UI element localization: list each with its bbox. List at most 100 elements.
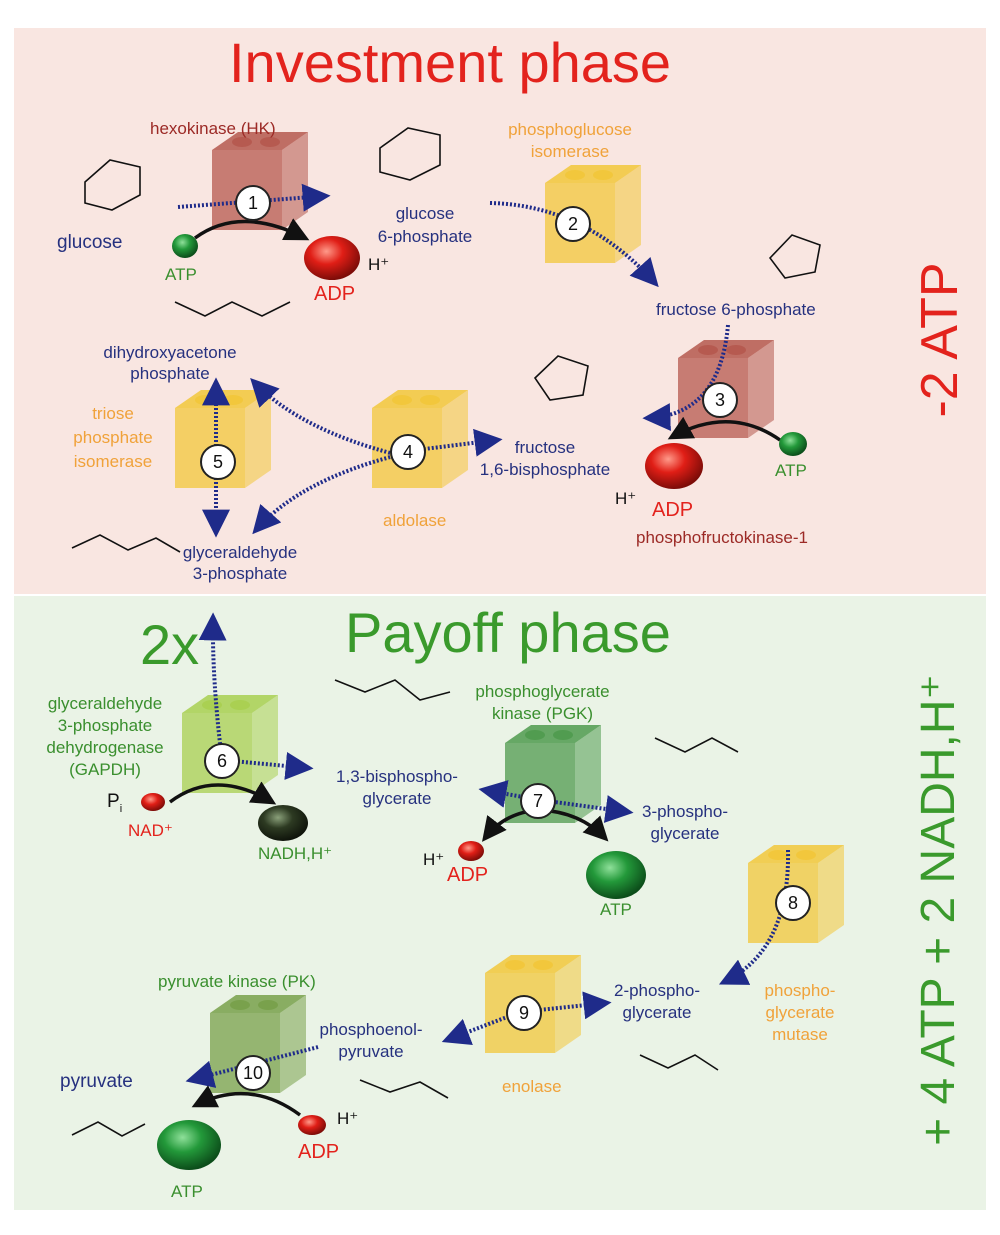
enzyme-pfk1: phosphofructokinase-1 <box>636 528 809 547</box>
arrow-gapdh-nad-nadh <box>168 781 277 805</box>
pyruvate-structure <box>71 1121 146 1137</box>
metabolite-bpg-line1: 1,3-bisphospho- <box>336 767 458 786</box>
arrow-pk-adp-atp <box>191 1085 302 1117</box>
adp-label-1: ADP <box>314 283 356 305</box>
dhap-structure <box>174 301 291 317</box>
step-2: 2 <box>555 206 591 242</box>
proton-label-3: H⁺ <box>615 489 637 508</box>
enzyme-pgm-line2: glycerate <box>765 1003 835 1022</box>
investment-phase-panel <box>14 28 986 594</box>
enzyme-pgi-line2: isomerase <box>530 142 610 161</box>
enzyme-tpi-line1: triose <box>92 404 134 423</box>
arrow-enolase-2pg <box>519 991 612 1020</box>
metabolite-dhap-line2: phosphate <box>130 364 210 383</box>
step-9: 9 <box>506 995 542 1031</box>
investment-net-atp: -2 ATP <box>911 262 969 418</box>
arrow-pgm-2pg <box>718 849 791 985</box>
payoff-multiplier: 2x <box>140 613 200 676</box>
enzyme-gapdh-line2: 3-phosphate <box>57 716 153 735</box>
3pg-structure <box>654 737 739 753</box>
atp-sphere-3 <box>779 432 807 456</box>
enzyme-gapdh-line1: glyceraldehyde <box>47 694 163 713</box>
metabolite-f16bp-line1: fructose <box>514 438 576 457</box>
g6p-structure <box>379 127 441 181</box>
metabolite-glucose: glucose <box>57 232 123 253</box>
atp-label-10: ATP <box>171 1182 203 1201</box>
metabolite-bpg-line2: glycerate <box>362 789 432 808</box>
metabolite-2pg-line2: glycerate <box>622 1003 692 1022</box>
metabolite-dhap-line1: dihydroxyacetone <box>103 343 237 362</box>
adp-label-10: ADP <box>298 1141 340 1163</box>
enzyme-gapdh-line3: dehydrogenase <box>46 738 164 757</box>
adp-sphere-10 <box>298 1115 326 1135</box>
proton-label-1: H⁺ <box>368 255 390 274</box>
bpg-structure <box>334 679 451 701</box>
enzyme-pgk-line2: kinase (PGK) <box>491 704 594 723</box>
payoff-net-yield: + 4 ATP + 2 NADH,H⁺ <box>912 674 965 1146</box>
metabolite-pyruvate: pyruvate <box>60 1071 133 1092</box>
f6p-structure <box>768 234 821 279</box>
metabolite-g6p-line2: 6-phosphate <box>377 227 473 246</box>
structure-sketches <box>71 127 821 1137</box>
enzyme-tpi-line3: isomerase <box>73 452 153 471</box>
metabolite-g3p-line1: glyceraldehyde <box>182 543 298 562</box>
metabolite-g3p-line2: 3-phosphate <box>192 564 288 583</box>
arrow-pgk-3pg <box>539 795 634 823</box>
adp-sphere-3 <box>645 443 703 489</box>
atp-sphere-1 <box>172 234 198 258</box>
proton-label-10: H⁺ <box>337 1109 359 1128</box>
step-7: 7 <box>520 783 556 819</box>
enzyme-aldolase: aldolase <box>383 511 447 530</box>
step-6: 6 <box>204 743 240 779</box>
metabolite-g6p-line1: glucose <box>395 204 455 223</box>
step-4: 4 <box>390 434 426 470</box>
atp-label-1: ATP <box>165 265 197 284</box>
atp-sphere-7 <box>586 851 646 899</box>
f16bp-structure <box>533 355 589 401</box>
metabolite-f6p: fructose 6-phosphate <box>656 300 816 319</box>
phosphate-label: Pi <box>107 791 123 815</box>
step-5: 5 <box>200 444 236 480</box>
enzyme-gapdh-line4: (GAPDH) <box>69 760 141 779</box>
glucose-structure <box>84 159 141 211</box>
step-10: 10 <box>235 1055 271 1091</box>
g3p-structure <box>71 534 181 553</box>
enzyme-hexokinase: hexokinase (HK) <box>150 119 276 138</box>
step-3: 3 <box>702 382 738 418</box>
arrow-g6p-f6p <box>489 201 659 288</box>
enzyme-pgi-line1: phosphoglucose <box>508 120 632 139</box>
nad-sphere <box>141 793 165 811</box>
metabolite-3pg-line2: glycerate <box>650 824 720 843</box>
metabolite-3pg-line1: 3-phospho- <box>641 802 728 821</box>
enzyme-pyruvate-kinase: pyruvate kinase (PK) <box>158 972 316 991</box>
enzyme-pgk-line1: phosphoglycerate <box>475 682 610 701</box>
metabolite-pep-line1: phosphoenol- <box>319 1020 423 1039</box>
atp-sphere-10 <box>157 1120 221 1170</box>
adp-label-3: ADP <box>652 499 694 521</box>
adp-sphere-1 <box>304 236 360 280</box>
metabolite-2pg-line1: 2-phospho- <box>613 981 700 1000</box>
enzyme-pgm-line1: phospho- <box>764 981 836 1000</box>
arrow-g3p-payoff <box>198 612 227 761</box>
nadh-sphere <box>258 805 308 841</box>
metabolite-pep-line2: pyruvate <box>338 1042 404 1061</box>
pep-structure <box>359 1079 449 1099</box>
2pg-structure <box>639 1054 719 1071</box>
atp-label-7: ATP <box>600 900 632 919</box>
metabolite-f16bp-line2: 1,6-bisphosphate <box>479 460 611 479</box>
proton-label-7: H⁺ <box>423 850 445 869</box>
atp-label-3: ATP <box>775 461 807 480</box>
enzyme-pgm-line3: mutase <box>772 1025 828 1044</box>
step-8: 8 <box>775 885 811 921</box>
step-1: 1 <box>235 185 271 221</box>
adp-label-7: ADP <box>447 864 489 886</box>
enzyme-enolase: enolase <box>502 1077 562 1096</box>
adp-sphere-7 <box>458 841 484 861</box>
enzyme-tpi-line2: phosphate <box>73 428 153 447</box>
investment-phase-title: Investment phase <box>229 31 672 94</box>
nad-label: NAD⁺ <box>128 821 173 840</box>
payoff-phase-title: Payoff phase <box>345 601 671 664</box>
arrow-pfk-atp-adp <box>667 416 782 442</box>
nadh-label: NADH,H⁺ <box>258 844 333 863</box>
arrow-hk-atp-adp <box>193 218 310 241</box>
